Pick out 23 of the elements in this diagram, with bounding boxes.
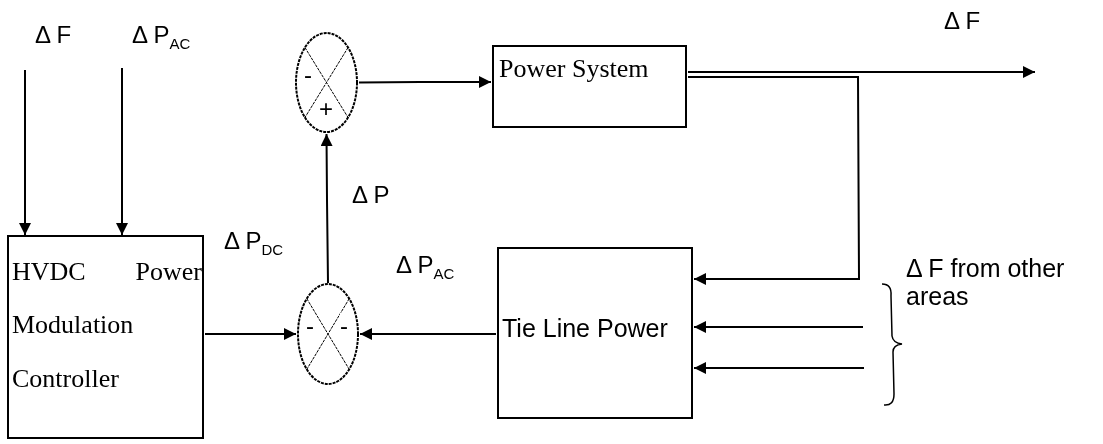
arrow bbox=[320, 133, 333, 284]
edge-label: Δ P$_{DC}$ bbox=[224, 228, 284, 259]
arrow bbox=[693, 362, 865, 374]
process-box bbox=[497, 247, 693, 419]
arrow bbox=[687, 66, 1036, 78]
edge-label: Δ P$_{AC}$ bbox=[396, 252, 455, 283]
arrow bbox=[19, 69, 31, 236]
block-label: Power System bbox=[499, 55, 650, 84]
process-box bbox=[7, 235, 204, 439]
arrow bbox=[693, 321, 864, 333]
block-label: HVDC Power Modulation Controller bbox=[12, 256, 202, 395]
edge-label: Δ P$_{AC}$ bbox=[132, 22, 191, 53]
edge-label: Δ F bbox=[35, 22, 72, 49]
edge-label: Δ F bbox=[944, 8, 981, 35]
process-box bbox=[492, 45, 687, 128]
note-label: Δ F from other areas bbox=[906, 255, 1066, 310]
arrow bbox=[687, 76, 860, 285]
arrow bbox=[359, 328, 497, 340]
block-label: Tie Line Power bbox=[502, 315, 669, 343]
arrow bbox=[204, 328, 297, 340]
arrow bbox=[116, 67, 128, 236]
edge-label: Δ P bbox=[352, 182, 390, 209]
arrow bbox=[358, 76, 492, 88]
